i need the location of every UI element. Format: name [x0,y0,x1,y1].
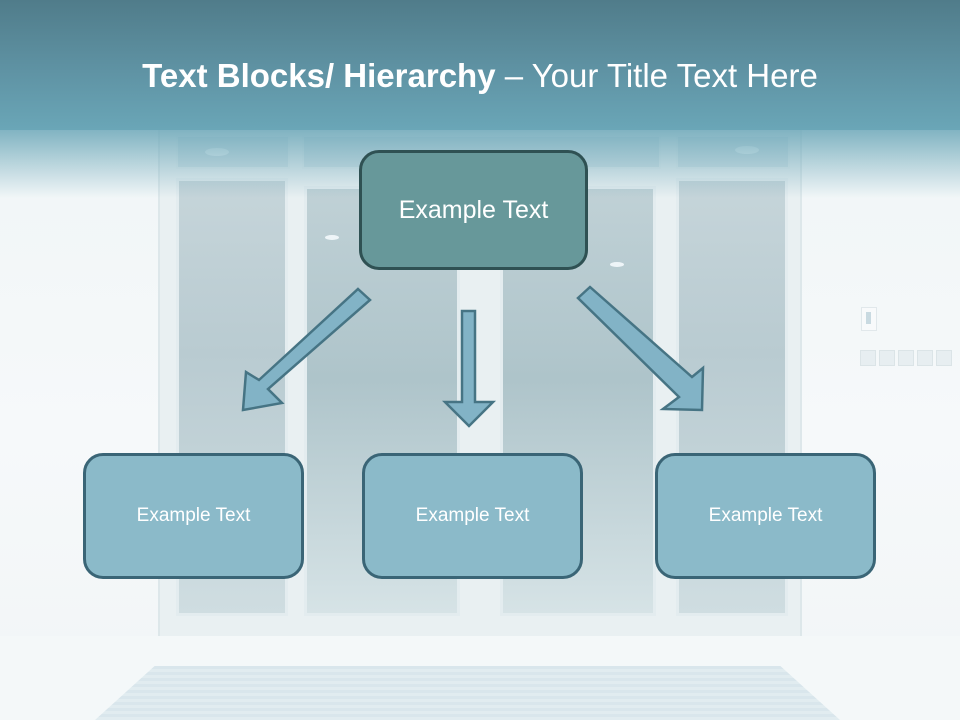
background-socket [879,350,895,366]
child-text-box-1[interactable]: Example Text [83,453,304,579]
background-socket [860,350,876,366]
slide-title-bold: Text Blocks/ Hierarchy [142,57,496,94]
slide-title-separator: – [495,57,532,94]
background-ceiling-light [610,262,624,267]
child-text-box-3[interactable]: Example Text [655,453,876,579]
background-socket [917,350,933,366]
background-light-switch [861,307,877,331]
child-text-box-2[interactable]: Example Text [362,453,583,579]
child-text-label: Example Text [708,505,823,526]
child-text-label: Example Text [136,505,251,526]
child-text-label: Example Text [415,505,530,526]
slide-title-rest: Your Title Text Here [531,57,818,94]
background-floor-mat [95,666,840,720]
background-wall-sockets [860,350,952,366]
slide-title: Text Blocks/ Hierarchy – Your Title Text… [0,56,960,96]
root-text-box[interactable]: Example Text [359,150,588,270]
root-text-label: Example Text [398,195,549,224]
background-socket [898,350,914,366]
background-ceiling-light [325,235,339,240]
title-band [0,0,960,130]
background-socket [936,350,952,366]
